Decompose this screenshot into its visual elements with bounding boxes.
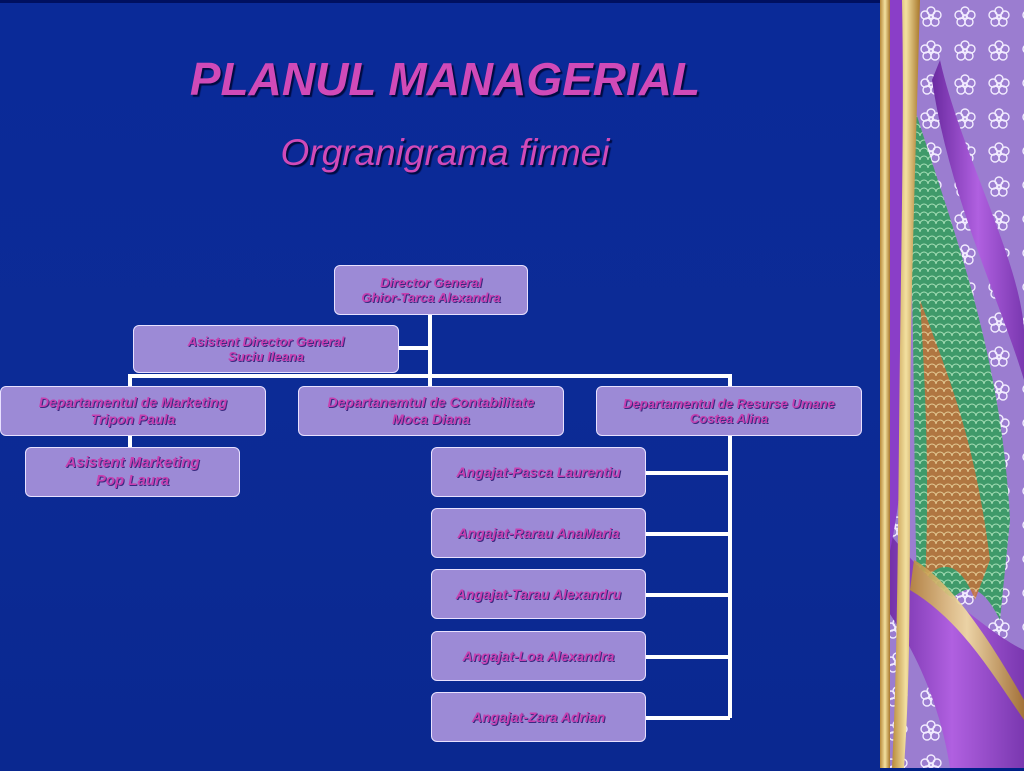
employee-name: Angajat-Zara Adrian (471, 708, 606, 725)
accounting-department-box: Departanemtul de Contabilitate Moca Dian… (298, 386, 564, 436)
assistant-marketing-role: Asistent Marketing (65, 454, 200, 472)
assistant-marketing-box: Asistent Marketing Pop Laura (25, 447, 240, 497)
marketing-department-box: Departamentul de Marketing Tripon Paula (0, 386, 266, 436)
employee-box: Angajat-Tarau Alexandru (431, 569, 646, 619)
slide-subtitle: Orgranigrama firmei (280, 132, 610, 173)
accounting-name: Moca Diana (392, 411, 470, 427)
assistant-director-name: Suciu Ileana (228, 349, 304, 364)
employee-name: Angajat-Pasca Laurentiu (456, 463, 621, 480)
slide-title: PLANUL MANAGERIAL (189, 53, 701, 105)
director-general-box: Director General Ghior-Tarca Alexandra (334, 265, 528, 315)
accounting-role: Departanemtul de Contabilitate (327, 394, 535, 411)
employee-box: Angajat-Rarau AnaMaria (431, 508, 646, 558)
marketing-name: Tripon Paula (90, 411, 176, 427)
employee-box: Angajat-Pasca Laurentiu (431, 447, 646, 497)
employee-name: Angajat-Tarau Alexandru (455, 585, 622, 602)
assistant-director-box: Asistent Director General Suciu Ileana (133, 325, 399, 373)
employee-box: Angajat-Zara Adrian (431, 692, 646, 742)
assistant-marketing-name: Pop Laura (95, 472, 170, 489)
director-name: Ghior-Tarca Alexandra (361, 290, 501, 305)
employee-box: Angajat-Loa Alexandra (431, 631, 646, 681)
marketing-role: Departamentul de Marketing (38, 394, 228, 411)
director-role: Director General (380, 274, 482, 290)
employee-name: Angajat-Rarau AnaMaria (457, 524, 620, 541)
hr-department-box: Departamentul de Resurse Umane Costea Al… (596, 386, 862, 436)
floral-pattern-graphic (880, 0, 1024, 768)
hr-name: Costea Alina (689, 411, 769, 426)
hr-role: Departamentul de Resurse Umane (623, 395, 835, 411)
assistant-director-role: Asistent Director General (187, 333, 345, 349)
employee-name: Angajat-Loa Alexandra (462, 647, 615, 664)
org-connectors (128, 314, 732, 720)
decorative-floral-panel (880, 0, 1024, 768)
